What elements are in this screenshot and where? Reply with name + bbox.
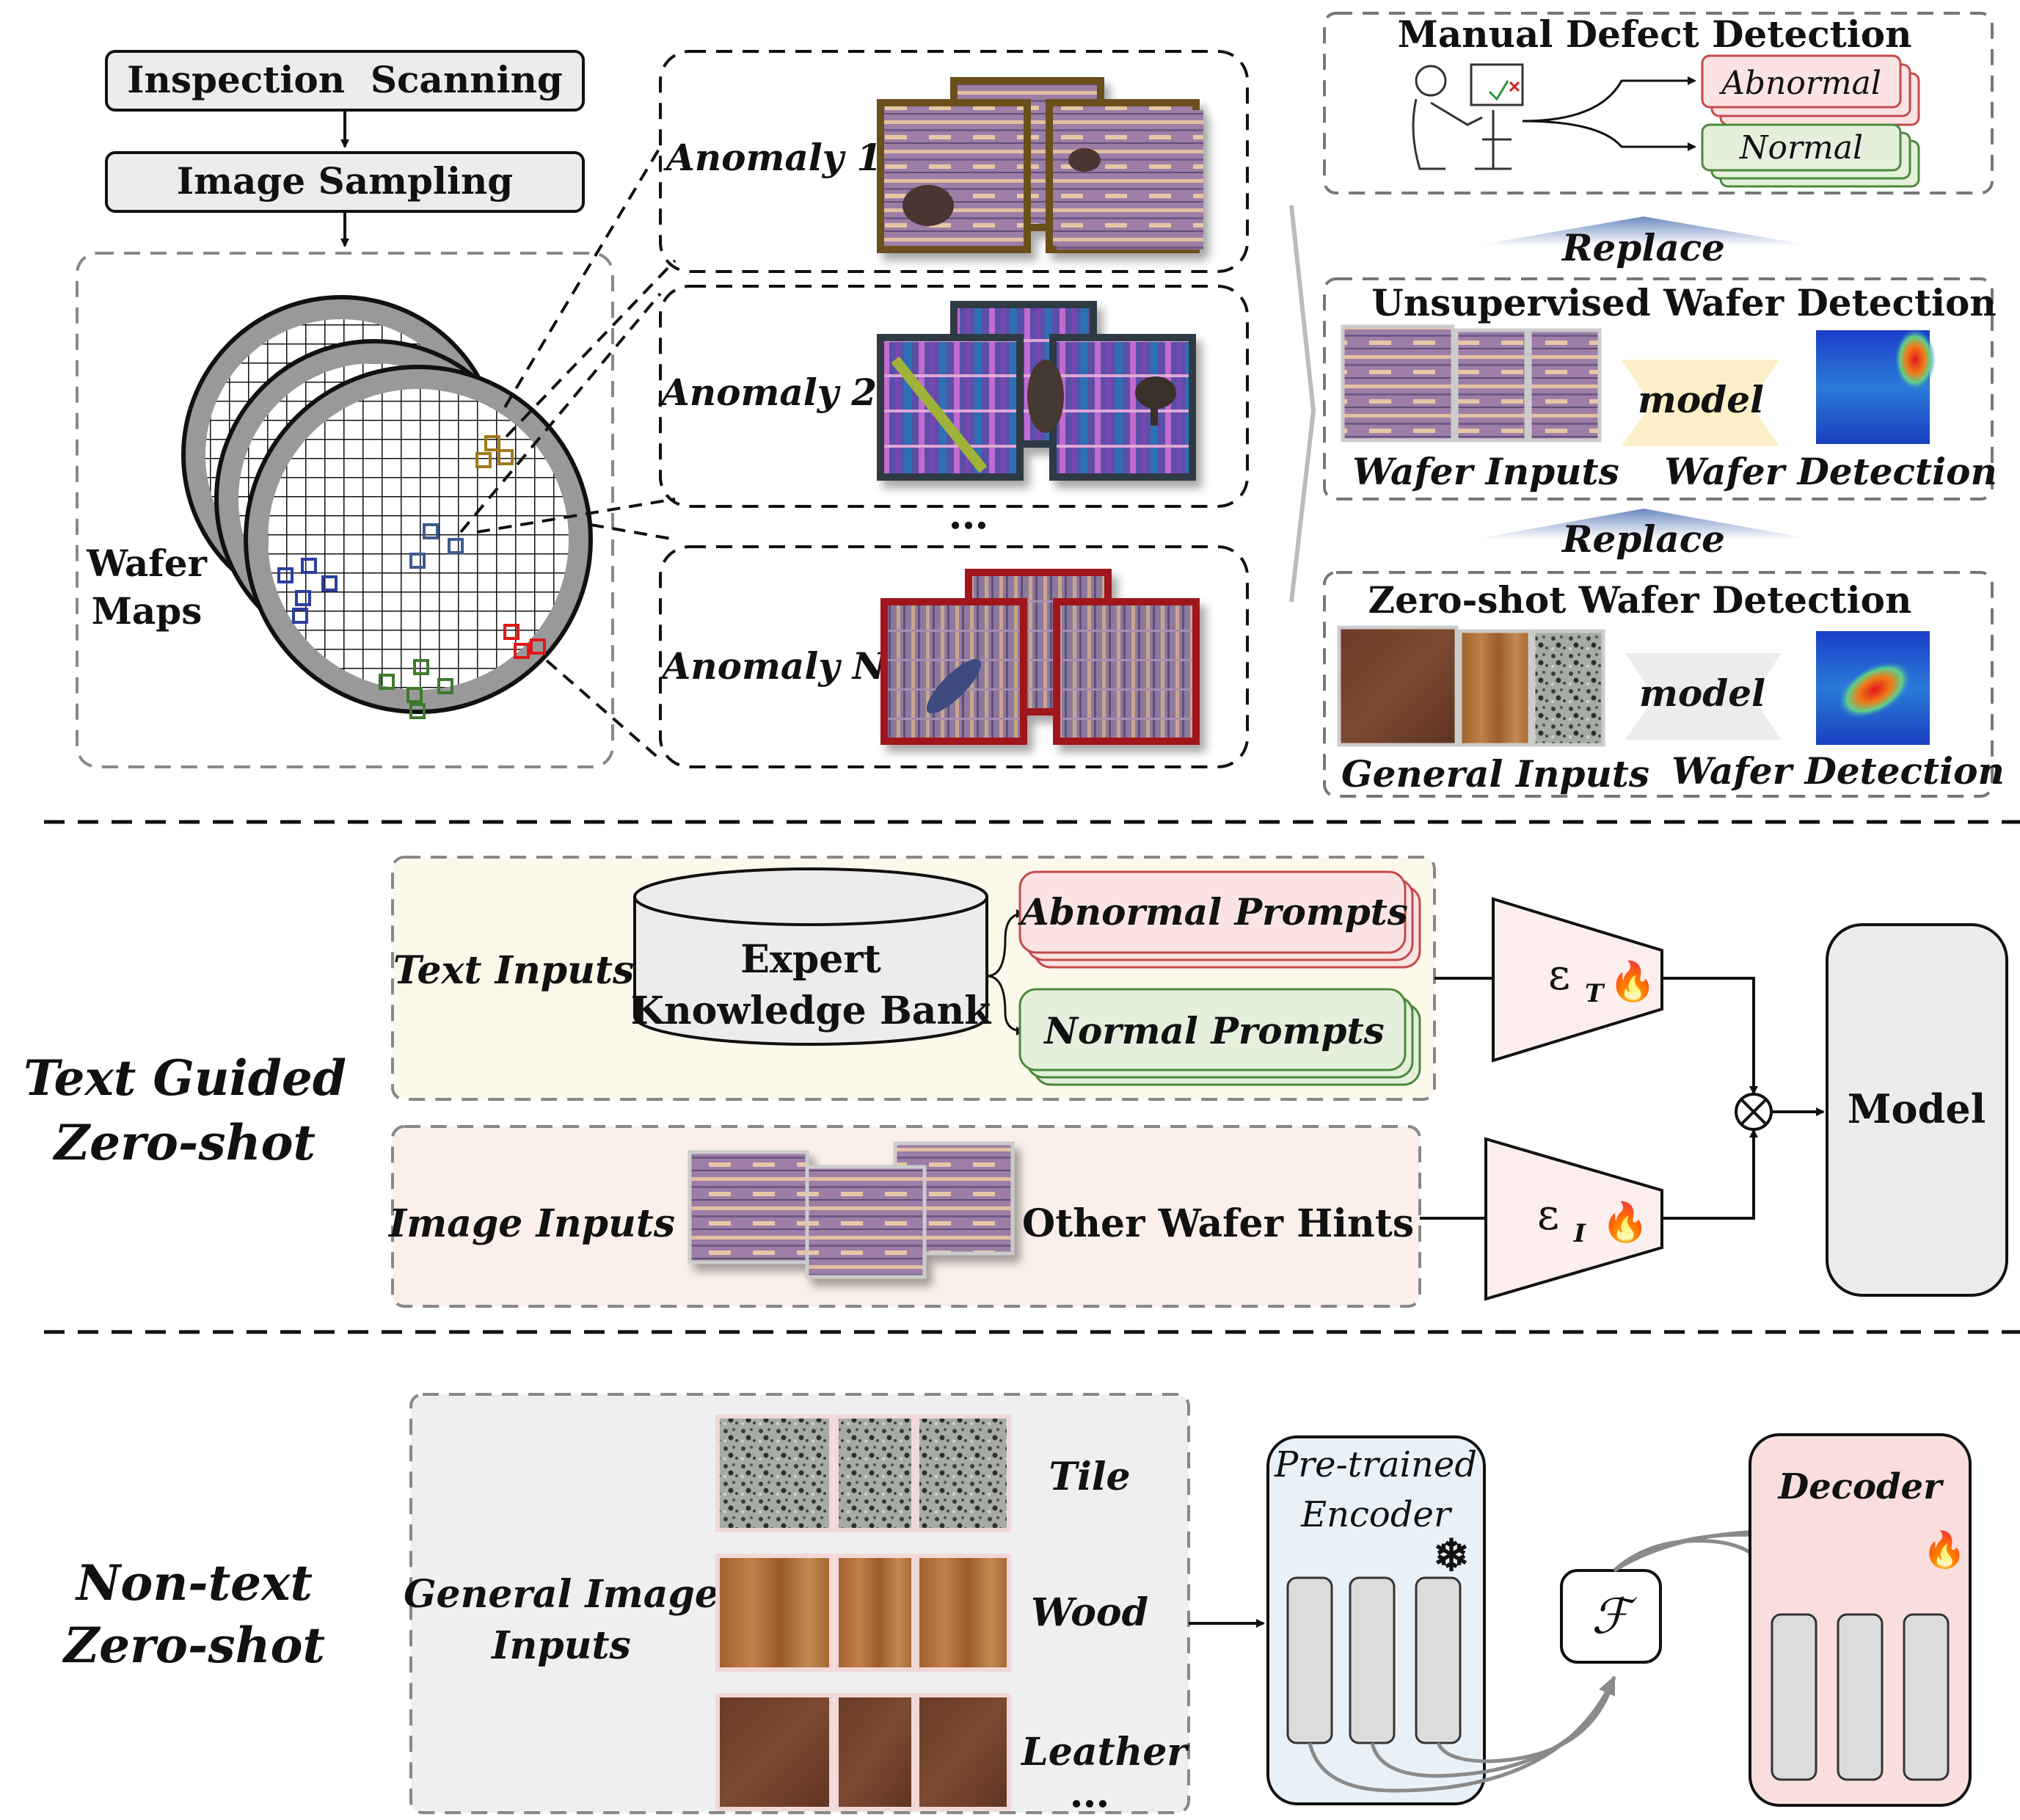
general-image-inputs-label-1: General Image bbox=[404, 1572, 719, 1617]
normal-card: Normal bbox=[1701, 123, 1920, 188]
replace-label-upper: Replace bbox=[1561, 226, 1725, 269]
unsupervised-title: Unsupervised Wafer Detection bbox=[1371, 281, 1997, 324]
encoder-to-fusion-arrows bbox=[1308, 1675, 1616, 1793]
zeroshot-model-label: model bbox=[1639, 671, 1765, 715]
general-input-images bbox=[1337, 625, 1605, 747]
anomaly-connectors bbox=[459, 145, 677, 761]
text-encoder-subscript: T bbox=[1585, 979, 1605, 1008]
leather-label: Leather bbox=[1020, 1730, 1189, 1774]
wafer-maps-panel bbox=[76, 252, 614, 768]
wafer-inputs-label: Wafer Inputs bbox=[1352, 450, 1619, 493]
replace-arrow-upper: Replace bbox=[1473, 216, 1814, 269]
non-text-label-1: Non-text bbox=[75, 1554, 313, 1612]
decoder-label: Decoder bbox=[1777, 1466, 1945, 1507]
anomaly-1-label: Anomaly 1 bbox=[663, 136, 882, 179]
knowledge-bank-label-2: Knowledge Bank bbox=[631, 989, 992, 1033]
transition-arrow bbox=[1289, 205, 1316, 603]
flame-icon: 🔥 bbox=[1922, 1529, 1966, 1570]
encoder-layer bbox=[1349, 1576, 1396, 1744]
general-inputs-label: General Inputs bbox=[1341, 752, 1649, 796]
decoder-layer bbox=[1771, 1613, 1817, 1781]
normal-prompts-card: Normal Prompts bbox=[1018, 988, 1421, 1086]
wafer-hint-images bbox=[688, 1141, 1015, 1279]
text-guided-label-1: Text Guided bbox=[23, 1049, 346, 1107]
unsupervised-detection-label: Wafer Detection bbox=[1664, 450, 1997, 493]
anomaly-2-panel: Anomaly 2 bbox=[658, 285, 1249, 508]
tile-label: Tile bbox=[1049, 1455, 1130, 1499]
zeroshot-model-block bbox=[1625, 653, 1782, 740]
manual-detection-panel: Manual Defect Detection Abnormal Normal bbox=[1323, 12, 1994, 194]
encoder-label-1: Pre-trained bbox=[1274, 1444, 1477, 1485]
zeroshot-heatmap bbox=[1816, 631, 1930, 745]
fusion-block: ℱ bbox=[1560, 1569, 1662, 1664]
wafer-maps-label-2: Maps bbox=[92, 589, 203, 633]
fusion-otimes bbox=[1735, 1093, 1773, 1131]
text-encoder-symbol: ε bbox=[1548, 950, 1570, 1000]
leather-images bbox=[715, 1693, 1011, 1811]
pipeline-group: Inspection Scanning Image Sampling bbox=[76, 50, 614, 768]
more-materials-ellipsis: … bbox=[1070, 1769, 1110, 1816]
zeroshot-panel: Zero-shot Wafer Detection model General … bbox=[1323, 571, 2005, 798]
model-block: Model bbox=[1826, 923, 2008, 1297]
image-encoder-subscript: I bbox=[1573, 1219, 1586, 1248]
text-inputs-label: Text Inputs bbox=[393, 948, 635, 993]
inspector-figure-icon bbox=[1412, 63, 1524, 170]
anomaly-2-label: Anomaly 2 bbox=[658, 371, 877, 414]
anomaly-1-panel: Anomaly 1 bbox=[659, 50, 1249, 273]
knowledge-bank-label-1: Expert bbox=[740, 937, 881, 982]
text-inputs-panel: Text Inputs Expert Knowledge Bank Abnorm… bbox=[391, 856, 1436, 1101]
abnormal-prompts-label: Abnormal Prompts bbox=[1018, 890, 1408, 933]
zeroshot-detection-label: Wafer Detection bbox=[1671, 749, 2005, 793]
knowledge-bank-cylinder bbox=[633, 867, 988, 1046]
unsupervised-model-block bbox=[1622, 360, 1779, 446]
defect-markers bbox=[277, 435, 546, 719]
image-encoder-block: ε I 🔥 bbox=[1484, 1137, 1663, 1301]
text-guided-label-2: Zero-shot bbox=[52, 1114, 316, 1171]
wafer-map-stack bbox=[181, 295, 593, 714]
snowflake-icon: ❄ bbox=[1433, 1530, 1470, 1581]
zeroshot-title: Zero-shot Wafer Detection bbox=[1368, 578, 1912, 622]
normal-label: Normal bbox=[1739, 129, 1863, 167]
image-sampling-label: Image Sampling bbox=[177, 159, 514, 203]
text-encoder-block: ε T 🔥 bbox=[1492, 897, 1663, 1063]
abnormal-prompts-card: Abnormal Prompts bbox=[1018, 870, 1421, 969]
image-inputs-panel: Image Inputs Other Wafer Hints bbox=[387, 1125, 1421, 1308]
encoder-label-2: Encoder bbox=[1300, 1494, 1453, 1535]
anomaly-ellipsis: … bbox=[949, 490, 989, 538]
abnormal-label: Abnormal bbox=[1718, 65, 1881, 102]
non-text-label-2: Zero-shot bbox=[62, 1617, 325, 1674]
flame-icon: 🔥 bbox=[1602, 1200, 1649, 1245]
replace-label-lower: Replace bbox=[1561, 517, 1725, 561]
unsupervised-heatmap bbox=[1816, 329, 1936, 444]
manual-detection-title: Manual Defect Detection bbox=[1397, 12, 1911, 56]
general-image-inputs-panel: General Image Inputs Tile Wood Leather … bbox=[404, 1393, 1190, 1816]
image-inputs-label: Image Inputs bbox=[387, 1201, 675, 1246]
encoder-layer bbox=[1286, 1576, 1333, 1744]
pretrained-encoder-block: Pre-trained Encoder ❄ bbox=[1266, 1435, 1486, 1805]
image-encoder-symbol: ε bbox=[1537, 1190, 1559, 1240]
decoder-layer bbox=[1837, 1613, 1884, 1781]
inspection-scanning-label: Inspection Scanning bbox=[127, 58, 563, 101]
tile-images bbox=[715, 1414, 1011, 1532]
wafer-maps-label-1: Wafer bbox=[86, 542, 208, 585]
decoder-layer bbox=[1903, 1613, 1950, 1781]
unsupervised-model-label: model bbox=[1638, 378, 1764, 421]
unsupervised-panel: Unsupervised Wafer Detection model Wafer… bbox=[1323, 277, 1997, 500]
decoder-block: Decoder 🔥 bbox=[1749, 1433, 1972, 1807]
encoder-layer bbox=[1415, 1576, 1462, 1744]
abnormal-card: Abnormal bbox=[1701, 54, 1920, 126]
anomaly-n-panel: Anomaly N bbox=[659, 545, 1249, 768]
general-image-inputs-label-2: Inputs bbox=[490, 1623, 631, 1668]
other-wafer-hints-label: Other Wafer Hints bbox=[1022, 1201, 1414, 1246]
wafer-input-images bbox=[1341, 324, 1602, 443]
flame-icon: 🔥 bbox=[1609, 959, 1657, 1004]
anomaly-n-label: Anomaly N bbox=[660, 644, 888, 688]
wood-label: Wood bbox=[1031, 1590, 1148, 1635]
wood-images bbox=[715, 1554, 1011, 1672]
model-label: Model bbox=[1848, 1085, 1986, 1132]
replace-arrow-lower: Replace bbox=[1473, 509, 1814, 561]
normal-prompts-label: Normal Prompts bbox=[1043, 1009, 1385, 1052]
